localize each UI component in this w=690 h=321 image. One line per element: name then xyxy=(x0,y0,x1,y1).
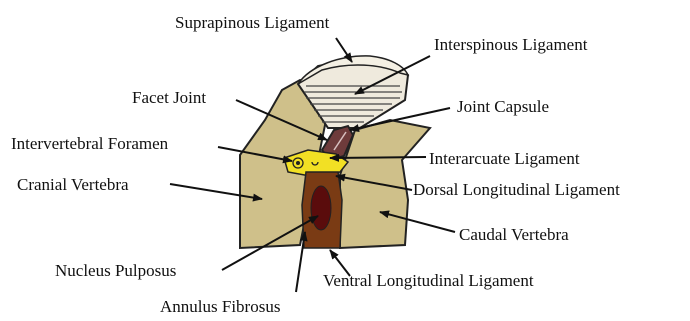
label-interarcuate-ligament: Interarcuate Ligament xyxy=(429,149,580,168)
nucleus-pulposus-shape xyxy=(311,186,331,230)
arrow-interarcuate xyxy=(330,157,426,158)
label-nucleus-pulposus: Nucleus Pulposus xyxy=(55,261,176,280)
label-interspinous-ligament: Interspinous Ligament xyxy=(434,35,588,54)
label-joint-capsule: Joint Capsule xyxy=(457,97,549,116)
label-dorsal-longitudinal-ligament: Dorsal Longitudinal Ligament xyxy=(413,180,620,199)
label-intervertebral-foramen: Intervertebral Foramen xyxy=(11,134,169,153)
label-annulus-fibrosus: Annulus Fibrosus xyxy=(160,297,280,316)
label-cranial-vertebra: Cranial Vertebra xyxy=(17,175,129,194)
label-supraspinous-ligament: Suprapinous Ligament xyxy=(175,13,330,32)
label-facet-joint: Facet Joint xyxy=(132,88,206,107)
label-caudal-vertebra: Caudal Vertebra xyxy=(459,225,569,244)
label-ventral-longitudinal-ligament: Ventral Longitudinal Ligament xyxy=(323,271,534,290)
